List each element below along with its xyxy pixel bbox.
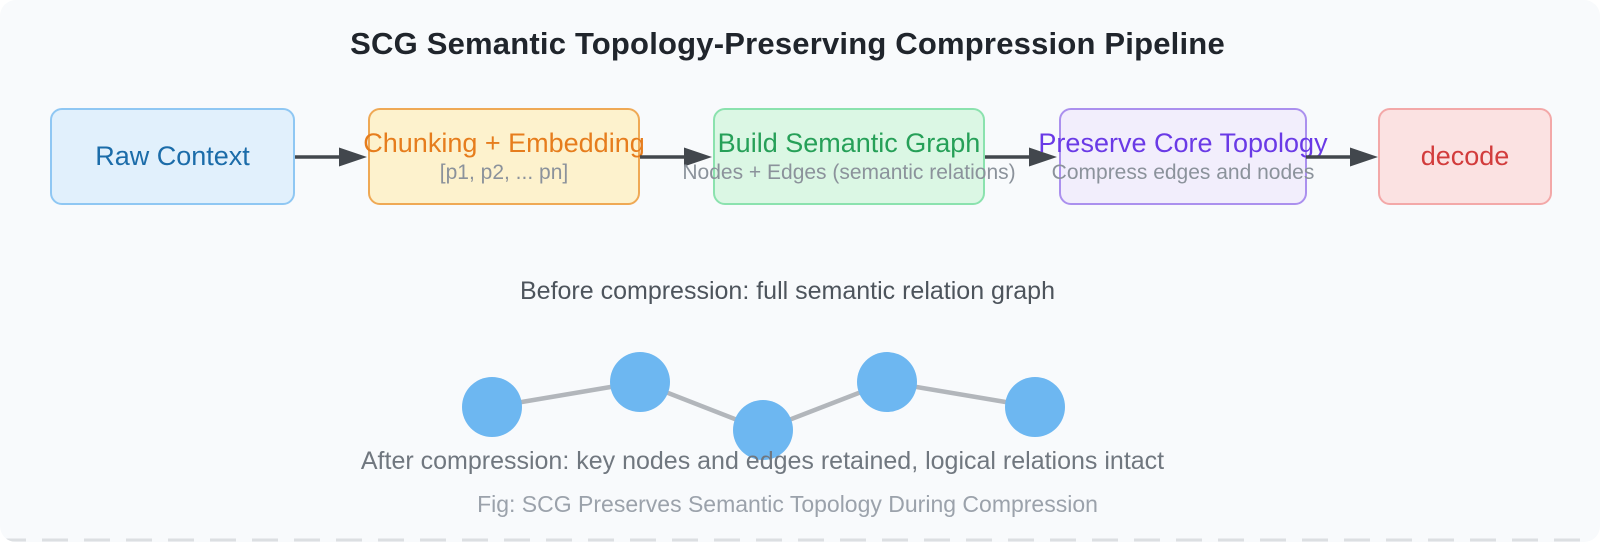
pipeline-step: decode bbox=[1378, 108, 1552, 205]
pipeline-step: Build Semantic Graph Nodes + Edges (sema… bbox=[682, 108, 1016, 205]
pipeline-step: Raw Context bbox=[50, 108, 295, 205]
pipeline-step-label: Raw Context bbox=[95, 140, 250, 171]
graph-node bbox=[1005, 377, 1065, 437]
pipeline-step: Preserve Core Topology Compress edges an… bbox=[1038, 108, 1328, 205]
graph-node bbox=[610, 352, 670, 412]
pipeline-step-label: Chunking + Embedding bbox=[363, 127, 645, 158]
pipeline-step-sublabel: Compress edges and nodes bbox=[1051, 161, 1315, 185]
graph-edge bbox=[639, 379, 764, 433]
graph-node bbox=[857, 352, 917, 412]
pipeline-step-label: Build Semantic Graph bbox=[717, 127, 981, 158]
page-title: SCG Semantic Topology-Preserving Compres… bbox=[350, 26, 1225, 61]
pipeline-step-sublabel: Nodes + Edges (semantic relations) bbox=[682, 161, 1016, 185]
flow-arrow-icon bbox=[1306, 147, 1378, 167]
flow-arrow-icon bbox=[640, 147, 712, 167]
after-compression-label: After compression: key nodes and edges r… bbox=[360, 447, 1165, 475]
flow-arrow-icon bbox=[295, 147, 367, 167]
graph-edge bbox=[762, 379, 888, 433]
flow-arrow-icon bbox=[985, 147, 1057, 167]
before-compression-label: Before compression: full semantic relati… bbox=[520, 277, 1055, 305]
graph-edge bbox=[886, 379, 1036, 410]
pipeline-step-label: decode bbox=[1420, 140, 1510, 171]
bottom-dashed-divider bbox=[0, 538, 1600, 542]
graph-edge bbox=[491, 379, 641, 410]
graph-node bbox=[462, 377, 522, 437]
pipeline-step: Chunking + Embedding [p1, p2, ... pn] bbox=[363, 108, 645, 205]
figure-caption: Fig: SCG Preserves Semantic Topology Dur… bbox=[477, 491, 1098, 517]
pipeline-step-sublabel: [p1, p2, ... pn] bbox=[439, 161, 569, 185]
pipeline-step-label: Preserve Core Topology bbox=[1038, 127, 1328, 158]
